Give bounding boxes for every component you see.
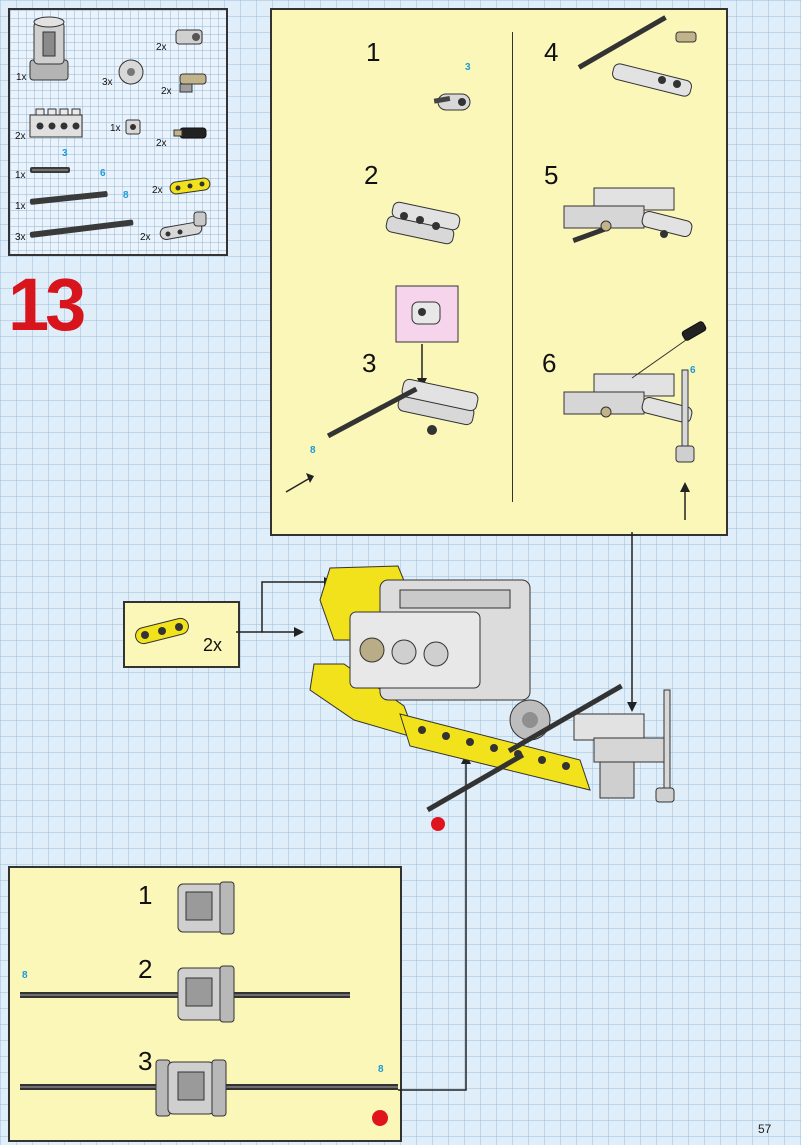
step-number: 13	[8, 263, 86, 346]
gear-housing-panel: 1 2 3 8 8	[8, 866, 402, 1142]
red-marker-icon	[431, 817, 445, 831]
yellow-liftarm-icon	[169, 177, 211, 195]
axle-length-label: 8	[378, 1064, 384, 1075]
gear-housing-icon	[29, 16, 69, 81]
substep-number: 6	[542, 348, 557, 378]
part-qty: 2x	[156, 138, 167, 149]
substep-number: 2	[364, 160, 379, 190]
axle-length-label: 3	[62, 148, 68, 159]
wheel-hub-icon	[118, 59, 144, 85]
crank-icon	[433, 93, 471, 111]
axle-length-label: 8	[22, 970, 28, 981]
part-qty: 2x	[140, 232, 151, 243]
part-qty: 3x	[102, 77, 113, 88]
arrow-up-icon	[680, 482, 690, 520]
axle-length-label: 8	[123, 190, 129, 201]
part-qty: 3x	[15, 232, 26, 243]
parts-illustrations	[29, 16, 211, 240]
part-qty: 2x	[15, 131, 26, 142]
substeps-panel: 1 2 3 4 5 6 3 8 6	[270, 8, 728, 536]
parts-list: 1x 3x 2x 2x 2x 1x 2x 3 1x 6 1x 2x 8 3x 2…	[8, 8, 228, 256]
part-qty: 1x	[15, 170, 26, 181]
yellow-liftarm-icon	[135, 617, 189, 645]
connector-line	[627, 532, 637, 712]
engine-chassis-assembly	[309, 565, 675, 813]
cross-block-assembly-icon	[563, 187, 693, 243]
beam-pair-icon	[385, 201, 461, 245]
page-number: 57	[758, 1122, 772, 1136]
cross-block-with-peg-icon	[563, 321, 707, 463]
connector-peg-icon	[179, 73, 207, 93]
arrow-right-icon	[285, 473, 314, 493]
axle-3-icon	[30, 167, 70, 173]
part-qty: 1x	[110, 123, 121, 134]
substep-number: 3	[138, 1046, 153, 1076]
long-peg-icon	[173, 127, 207, 139]
liftarm-callout: 2x	[123, 601, 240, 668]
gear-housing-illustrations	[20, 881, 398, 1126]
axle-6-icon	[29, 191, 108, 205]
axle-length-label: 6	[690, 365, 696, 376]
part-qty: 2x	[152, 185, 163, 196]
axle-length-label: 6	[100, 168, 106, 179]
substep-number: 1	[138, 880, 153, 910]
part-qty: 2x	[156, 42, 167, 53]
axle-length-label: 3	[465, 62, 471, 73]
substep-illustrations	[285, 15, 707, 520]
axle-length-label: 8	[310, 445, 316, 456]
gear-housing-icon	[177, 881, 235, 935]
substep-number: 5	[544, 160, 559, 190]
part-qty: 1x	[16, 72, 27, 83]
callout-illustration	[135, 617, 189, 645]
substep-number: 4	[544, 37, 559, 67]
beam-with-axles-icon	[577, 15, 697, 97]
beam-assembly-icon	[326, 378, 479, 439]
part-qty: 1x	[15, 201, 26, 212]
red-marker-icon	[372, 1110, 388, 1126]
gear-housing-with-axle-icon	[20, 965, 350, 1023]
panel-divider	[512, 32, 513, 502]
gear-housing-double-axle-icon	[20, 1059, 398, 1117]
bush-callout	[395, 285, 459, 343]
part-qty: 2x	[161, 86, 172, 97]
callout-qty: 2x	[203, 635, 223, 655]
substep-number: 2	[138, 954, 153, 984]
substep-number: 1	[366, 37, 381, 67]
substep-number: 3	[362, 348, 377, 378]
beam-4-icon	[29, 108, 83, 138]
cross-block-icon	[175, 29, 203, 45]
bush-icon	[125, 119, 141, 135]
callout-bracket	[236, 577, 334, 637]
crank-icon	[159, 211, 207, 240]
axle-8-icon	[29, 219, 134, 238]
connector-line	[398, 754, 471, 1091]
